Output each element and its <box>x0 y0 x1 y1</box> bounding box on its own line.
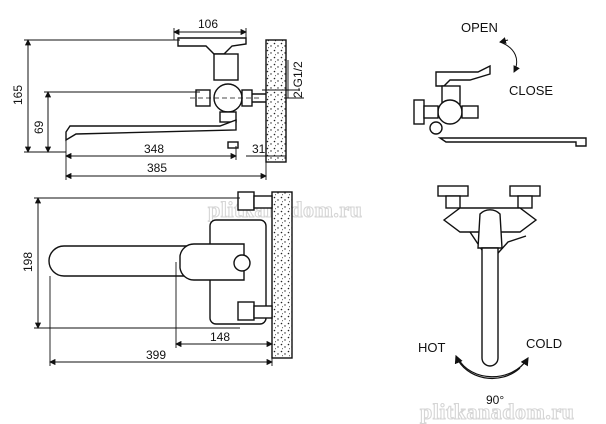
side-dimensions <box>24 28 304 180</box>
cold-label: COLD <box>526 336 562 351</box>
wall-section-side <box>265 39 287 163</box>
lever-front-right <box>477 209 503 249</box>
front-dimensions <box>34 197 273 366</box>
dim-thread: 2-G1/2 <box>291 61 305 98</box>
dim-165: 165 <box>11 85 25 105</box>
watermark-bottom: plitkanadom.ru <box>420 399 574 424</box>
operation-front-view <box>437 185 541 367</box>
spout-side <box>65 118 237 142</box>
handle-front <box>179 243 245 281</box>
close-label: CLOSE <box>509 83 553 98</box>
cartridge-body-side <box>213 53 239 81</box>
dim-148: 148 <box>210 330 230 344</box>
dim-385: 385 <box>147 161 167 175</box>
hot-label: HOT <box>418 340 446 355</box>
dim-69: 69 <box>32 120 46 134</box>
side-view <box>65 37 300 163</box>
open-label: OPEN <box>461 20 498 35</box>
dim-31: 31 <box>252 142 266 156</box>
operation-side-view <box>413 64 587 147</box>
dim-198: 198 <box>21 252 35 272</box>
dim-348: 348 <box>144 142 164 156</box>
lever-handle-side <box>177 37 247 55</box>
front-view <box>48 191 293 359</box>
wall-section-front <box>271 191 293 359</box>
lever-handle-right <box>435 64 491 87</box>
spout-right <box>437 137 587 147</box>
angle-label: 90° <box>486 393 504 407</box>
dim-399: 399 <box>146 348 166 362</box>
spout-front-right <box>481 247 499 367</box>
dim-106: 106 <box>198 17 218 31</box>
